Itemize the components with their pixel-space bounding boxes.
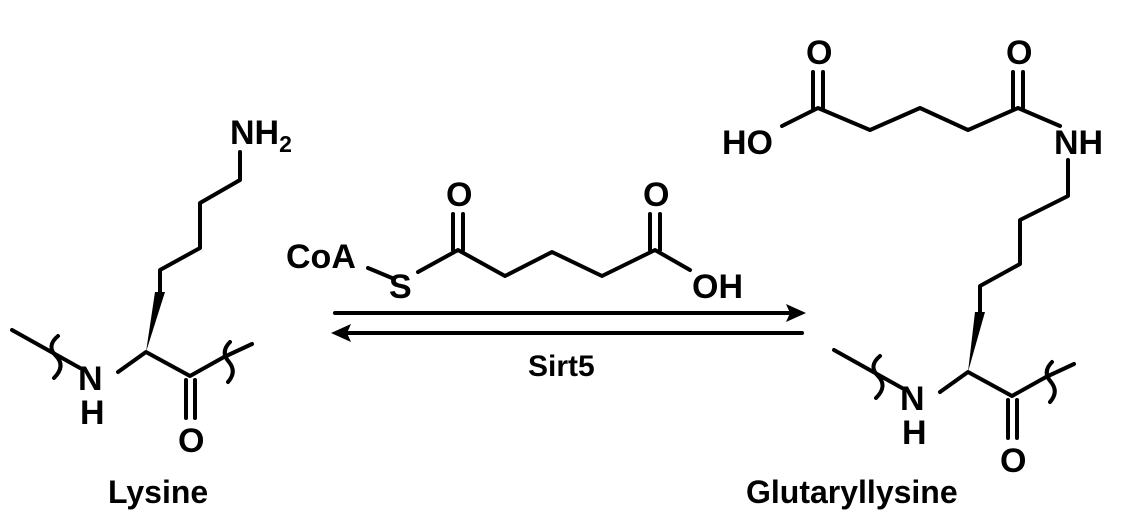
coa-label: CoA	[286, 238, 356, 276]
glutaryllysine-stereo-wedge	[968, 312, 985, 372]
gl-backbone-n: N	[900, 380, 925, 418]
glutaryllysine-glutaryl-chain	[780, 106, 1062, 132]
gl-carbonyl-o: O	[1000, 442, 1026, 480]
glutaryllysine-side-chain	[978, 158, 1070, 314]
gl-acid-o-label: O	[806, 34, 832, 72]
lysine-left-wavy-bond	[49, 334, 63, 380]
lysine-n-bond-left	[10, 328, 82, 370]
thioester-o-label: O	[446, 176, 472, 214]
glutaryllysine-right-stub	[1044, 362, 1076, 379]
glutaryl-chain	[416, 248, 692, 278]
reverse-arrow-head	[331, 324, 351, 342]
lysine-amine-label: NH2	[230, 114, 292, 157]
lysine-backbone-h: H	[80, 394, 105, 432]
glutaryllysine-n-bond-left	[832, 348, 904, 390]
sulfur-label: S	[389, 268, 412, 306]
equilibrium-arrows: Sirt5	[331, 304, 806, 383]
gl-amide-o-label: O	[1006, 34, 1032, 72]
glutaryllysine-left-wavy-bond	[871, 354, 885, 400]
coa-s-bond	[366, 266, 394, 280]
glutaryl-coa-structure: CoA S O O OH	[286, 176, 743, 306]
enzyme-label: Sirt5	[528, 350, 595, 383]
glutaryllysine-right-wavy-bond	[1044, 360, 1057, 404]
lysine-backbone-n: N	[78, 360, 103, 398]
lysine-right-wavy-bond	[222, 340, 235, 384]
gl-backbone-h: H	[902, 414, 927, 452]
lysine-side-chain	[158, 150, 242, 294]
glutaryllysine-name: Glutaryllysine	[746, 474, 958, 510]
glutaryllysine-structure: HO O O NH N H O Glutaryllysine	[722, 34, 1103, 510]
forward-arrow-head	[786, 304, 806, 322]
lysine-right-stub	[222, 342, 254, 359]
lysine-structure: NH2 N H O Lysine	[10, 114, 292, 510]
gl-amide-nh-label: NH	[1054, 124, 1103, 162]
lysine-carbonyl-o: O	[178, 422, 204, 460]
gl-acid-ho-label: HO	[722, 124, 773, 162]
glutaryllysine-backbone	[938, 370, 1048, 398]
acid-o-label: O	[643, 176, 669, 214]
lysine-stereo-wedge	[146, 292, 165, 352]
lysine-name: Lysine	[108, 474, 208, 510]
acid-oh-label: OH	[692, 268, 743, 306]
lysine-backbone	[116, 350, 226, 378]
